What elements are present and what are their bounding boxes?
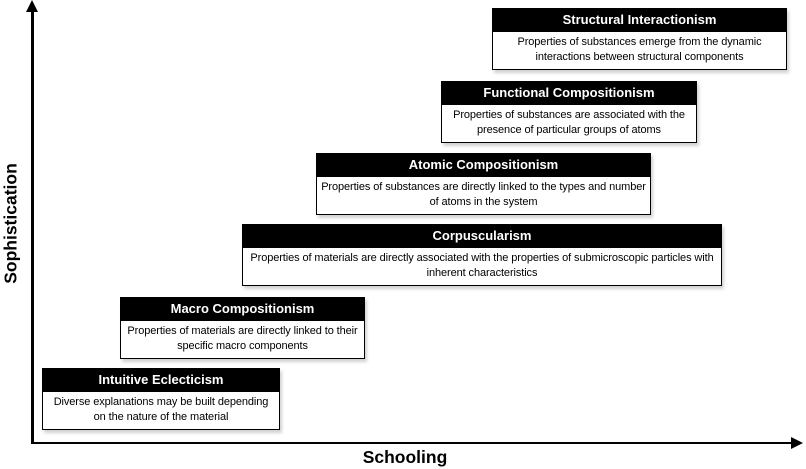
step-box-intuitive-eclecticism: Intuitive Eclecticism Diverse explanatio… bbox=[42, 368, 280, 430]
step-description: Properties of substances emerge from the… bbox=[517, 36, 762, 64]
step-box-atomic-compositionism: Atomic Compositionism Properties of subs… bbox=[316, 153, 651, 215]
y-axis-label: Sophistication bbox=[0, 163, 21, 284]
step-title: Corpuscularism bbox=[243, 225, 721, 249]
step-box-macro-compositionism: Macro Compositionism Properties of mater… bbox=[120, 297, 365, 359]
step-description: Properties of materials are directly ass… bbox=[250, 252, 714, 280]
x-axis-arrow-right-icon bbox=[791, 436, 803, 449]
x-axis-line bbox=[31, 441, 793, 444]
step-description: Diverse explanations may be built depend… bbox=[53, 396, 269, 424]
step-title: Functional Compositionism bbox=[442, 82, 696, 106]
step-title: Macro Compositionism bbox=[121, 298, 364, 322]
step-box-functional-compositionism: Functional Compositionism Properties of … bbox=[441, 81, 697, 143]
step-title: Structural Interactionism bbox=[493, 9, 786, 33]
step-box-structural-interactionism: Structural Interactionism Properties of … bbox=[492, 8, 787, 70]
x-axis-label: Schooling bbox=[362, 447, 448, 467]
y-axis-line bbox=[31, 9, 34, 444]
step-title: Atomic Compositionism bbox=[317, 154, 650, 178]
step-description: Properties of substances are directly li… bbox=[321, 181, 646, 209]
y-axis-arrow-up-icon bbox=[26, 0, 38, 12]
step-description: Properties of substances are associated … bbox=[453, 109, 685, 137]
step-title: Intuitive Eclecticism bbox=[43, 369, 279, 393]
step-box-corpuscularism: Corpuscularism Properties of materials a… bbox=[242, 224, 722, 286]
step-description: Properties of materials are directly lin… bbox=[127, 325, 358, 353]
